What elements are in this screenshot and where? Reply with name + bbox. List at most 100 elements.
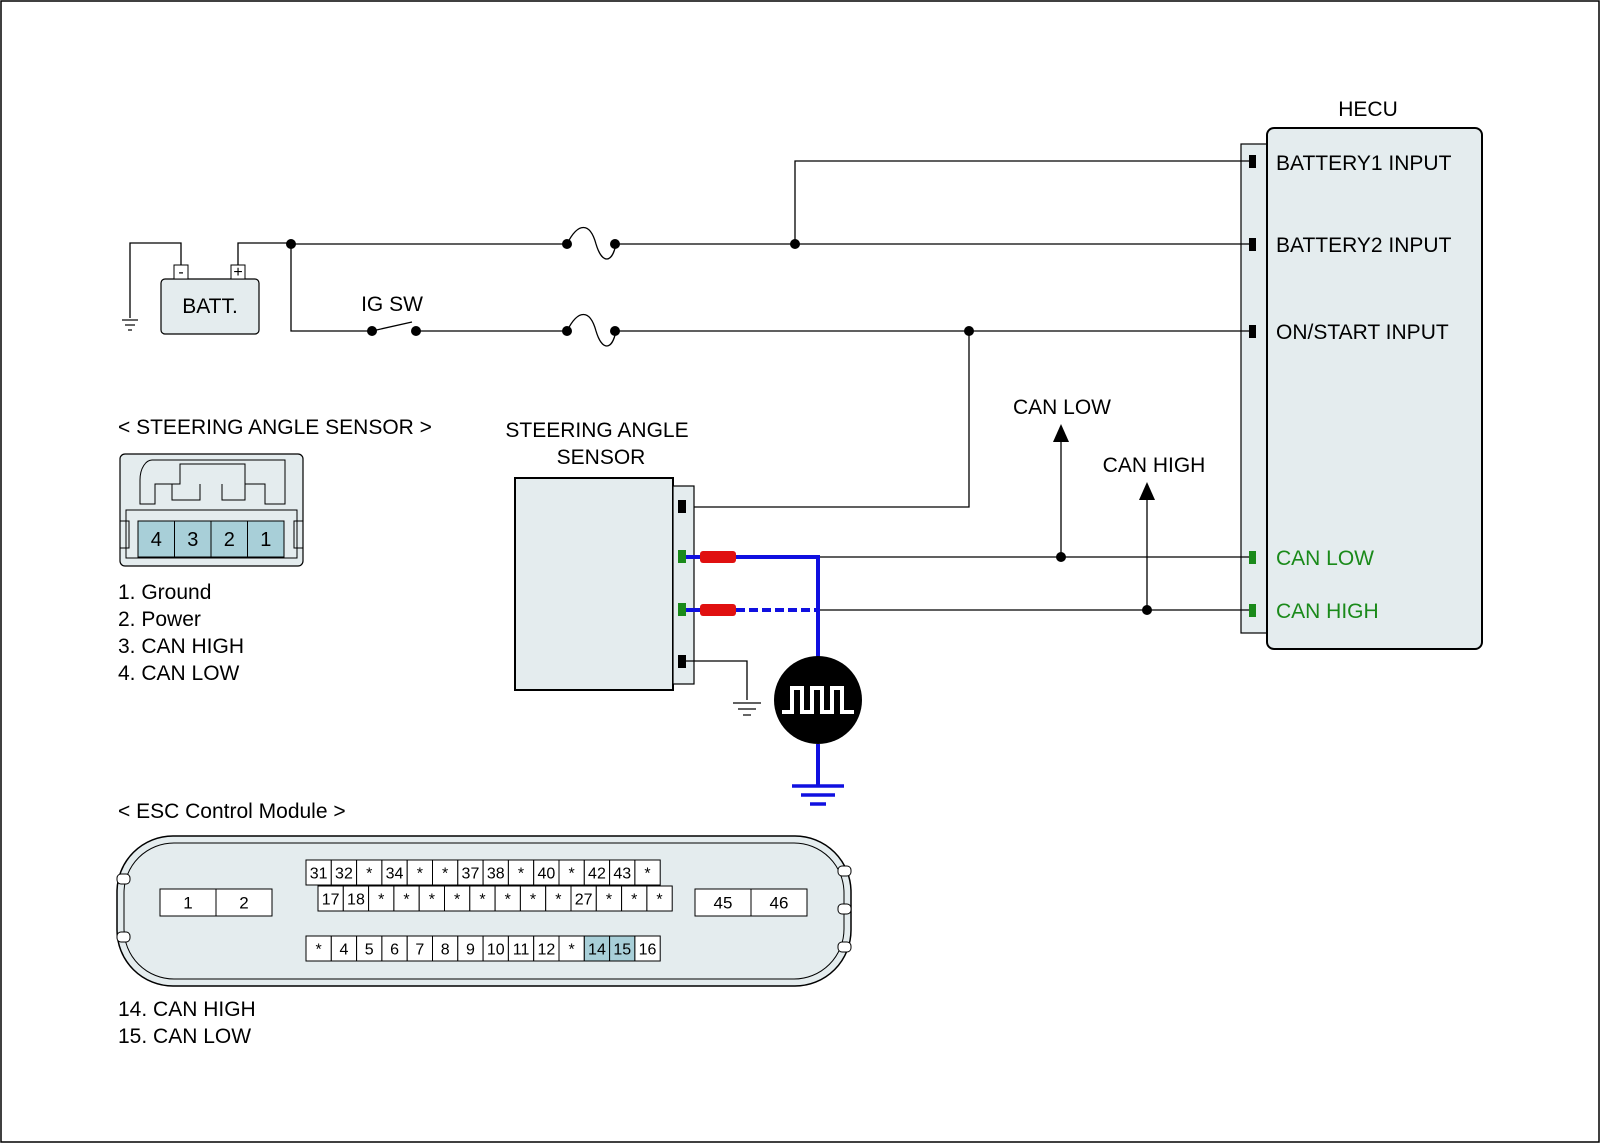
esc-row1-pin-6-label: 37 (462, 865, 480, 882)
esc-legend-1: 14. CAN HIGH (118, 998, 256, 1021)
esc-legend-2: 15. CAN LOW (118, 1025, 251, 1048)
esc-row1-pin-0-label: 31 (310, 865, 328, 882)
can-low-probe-tip (700, 551, 736, 563)
esc-row3-pin-8-cell (507, 935, 535, 962)
ignition-feed-wire (290, 244, 372, 332)
esc-row3-pin-1-label: 4 (339, 941, 348, 958)
sas-legend-4: 4. CAN LOW (118, 662, 240, 685)
esc-row3-pin-10-cell (558, 935, 585, 962)
esc-row2-pin-13-cell (646, 885, 673, 912)
esc-row2-pin-10-label: 27 (575, 891, 593, 908)
esc-row3-pin-11-label: 14 (588, 941, 606, 958)
esc-row2-pin-4-cell (418, 885, 446, 912)
sas-ground-icon (733, 702, 761, 716)
esc-row1-pin-13-label: * (644, 865, 650, 882)
esc-row3-pin-4-cell (406, 935, 434, 962)
sas-connector-pins: 4 3 2 1 (137, 520, 285, 558)
battery (160, 278, 260, 335)
esc-row3-pin-13-cell (634, 935, 661, 962)
esc-row1-pin-5-label: * (442, 865, 448, 882)
oscilloscope-icon (774, 656, 862, 744)
esc-row2-pin-5-label: * (454, 891, 460, 908)
esc-row2-pin-5-cell (444, 885, 471, 912)
esc-row1-pin-8-label: * (518, 865, 524, 882)
sas-module (514, 477, 674, 691)
hecu-module (1266, 127, 1483, 650)
sas-module-title-line1: STEERING ANGLE (505, 419, 688, 442)
esc-row3-pin-3-label: 6 (390, 941, 399, 958)
esc-row3-pin-0-label: * (316, 941, 322, 958)
hecu-label-can-high: CAN HIGH (1276, 600, 1379, 623)
esc-row2-pin-1-label: 18 (347, 891, 365, 908)
can-low-branch-label: CAN LOW (1013, 396, 1111, 419)
sas-pin-3-label: 3 (187, 529, 198, 551)
esc-row1-pin-6-cell (457, 859, 484, 886)
esc-left-pin-1-label: 1 (183, 894, 192, 913)
sas-pin-4-label: 4 (151, 529, 162, 551)
esc-row1-pin-5-cell (432, 859, 459, 886)
battery-positive-wire (237, 242, 291, 265)
esc-row1-pin-7-label: 38 (487, 865, 505, 882)
esc-row2-pin-10-cell (570, 885, 597, 912)
esc-row1-pin-9-label: 40 (537, 865, 555, 882)
sas-pin-can-high (678, 603, 686, 616)
sas-pin-3-cell (174, 520, 212, 558)
can-high-branch-label: CAN HIGH (1103, 454, 1206, 477)
hecu-title: HECU (1338, 98, 1398, 121)
esc-row1-pin-7-cell (482, 859, 509, 886)
esc-row1-pin-9-cell (533, 859, 560, 886)
esc-row2-pin-9-cell (545, 885, 572, 912)
esc-row1-pin-1-label: 32 (335, 865, 353, 882)
sas-ground-wire (686, 660, 748, 700)
esc-row1-pin-10-label: * (569, 865, 575, 882)
esc-row1-pin-1-cell (330, 859, 358, 886)
sas-pin-ground (678, 655, 686, 668)
esc-row3-pin-13-label: 16 (639, 941, 657, 958)
sas-pin-2-label: 2 (224, 529, 235, 551)
esc-row1-pin-11-cell (583, 859, 611, 886)
esc-right-pin-46-label: 46 (770, 894, 789, 913)
esc-row2-pin-3-label: * (403, 891, 409, 908)
hecu-pin-battery1 (1249, 155, 1256, 168)
esc-row1-pin-2-cell (356, 859, 383, 886)
esc-row2-pin-2-cell (368, 885, 395, 912)
hecu-pin-on-start (1249, 325, 1256, 338)
esc-row2-pin-0-label: 17 (322, 891, 340, 908)
hecu-label-can-low: CAN LOW (1276, 547, 1374, 570)
esc-row2-pin-2-label: * (378, 891, 384, 908)
battery-positive-sign: + (233, 264, 242, 281)
esc-row3-pin-7-label: 10 (487, 941, 505, 958)
esc-row2-pin-8-label: * (530, 891, 536, 908)
ig-switch-label: IG SW (361, 293, 423, 316)
esc-row2-pin-9-label: * (555, 891, 561, 908)
esc-left-pin-2-cell (215, 888, 273, 917)
esc-right-pin-45-label: 45 (714, 894, 733, 913)
esc-row2-pin-13-label: * (656, 891, 662, 908)
sas-pin-1-cell (247, 520, 285, 558)
esc-left-pin-1-cell (159, 888, 217, 917)
esc-row2-pin-3-cell (393, 885, 420, 912)
can-low-arrow-icon (1053, 424, 1069, 442)
esc-module-title: < ESC Control Module > (118, 800, 346, 823)
esc-row3-pin-2-cell (356, 935, 383, 962)
esc-row2-pin-12-label: * (631, 891, 637, 908)
esc-row2-pin-12-cell (621, 885, 648, 912)
esc-row1-pin-11-label: 42 (588, 865, 606, 882)
esc-row3-pin-9-label: 12 (537, 941, 555, 958)
esc-row2-pin-8-cell (519, 885, 547, 912)
esc-right-pin-45-cell (694, 888, 752, 917)
sas-legend-3: 3. CAN HIGH (118, 635, 244, 658)
can-high-arrow-icon (1139, 482, 1155, 500)
sas-pin-1-label: 1 (260, 529, 271, 551)
esc-row2-pin-6-label: * (479, 891, 485, 908)
sas-pin-2-cell (210, 520, 248, 558)
esc-row2-pin-1-cell (342, 885, 370, 912)
fuse-icon-ignition (562, 313, 620, 347)
esc-row2-pin-4-label: * (429, 891, 435, 908)
esc-row3-pin-5-label: 8 (441, 941, 450, 958)
hecu-pin-can-low (1249, 551, 1256, 564)
esc-left-pin-2-label: 2 (239, 894, 248, 913)
esc-row1-pin-3-label: 34 (386, 865, 404, 882)
sas-connector-strip (672, 485, 695, 685)
